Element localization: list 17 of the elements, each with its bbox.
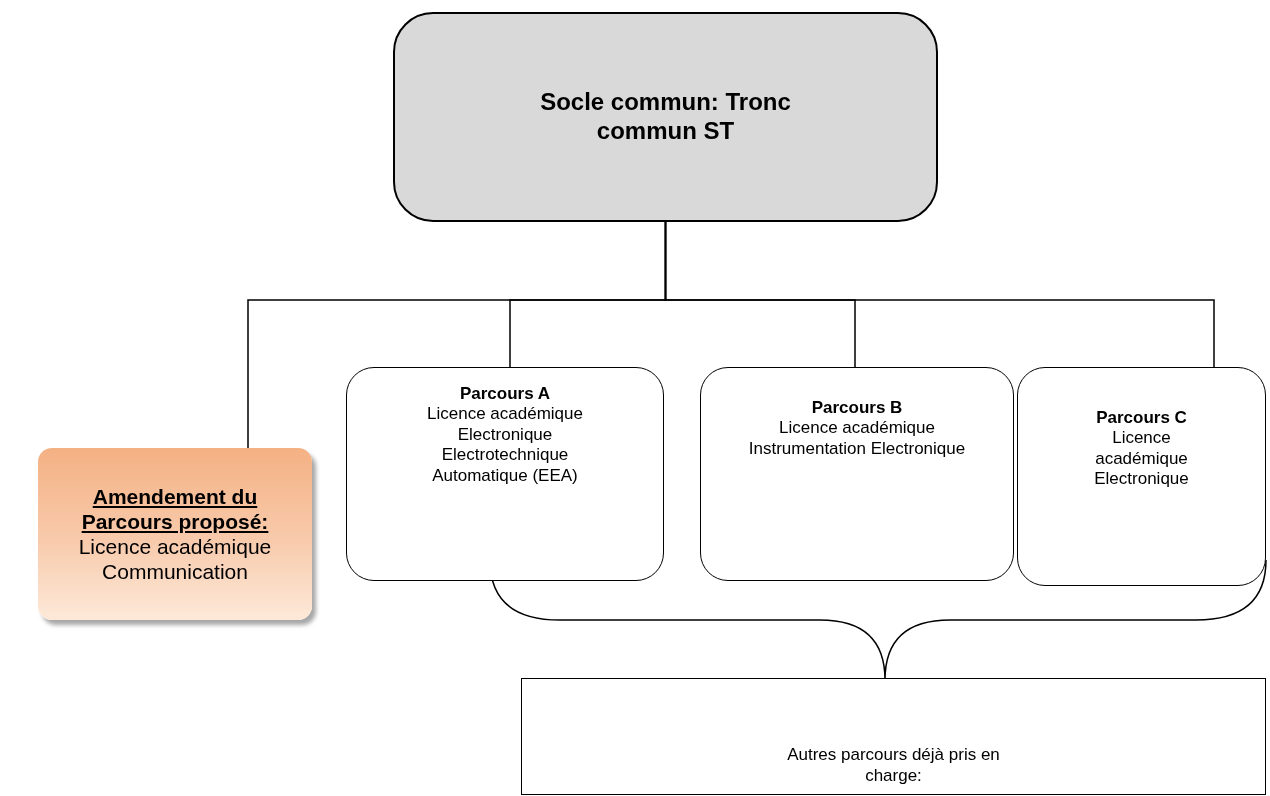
track-box xyxy=(38,448,312,620)
track-box xyxy=(1017,367,1266,586)
label-text: Licence académique Electronique xyxy=(1093,428,1190,490)
label-text: Autres parcours déjà pris en charge: xyxy=(786,745,1001,786)
track-box xyxy=(700,367,1014,581)
heading: Parcours C xyxy=(1095,408,1188,429)
label-text: Licence académique Instrumentation Electronique xyxy=(747,418,967,460)
label-text: Licence académique Communication xyxy=(77,534,273,585)
track-box xyxy=(346,367,664,581)
label-text: Socle commun: Tronc commun ST xyxy=(539,88,792,146)
text-box xyxy=(521,678,1266,795)
heading: Amendement du Parcours proposé: xyxy=(80,483,270,534)
heading: Parcours A xyxy=(458,384,552,405)
label-text: Licence académique Electronique Electrotechnique Automatique (EEA) xyxy=(426,404,584,486)
heading: Parcours B xyxy=(810,398,904,419)
root-box xyxy=(393,12,938,222)
connector-line xyxy=(664,221,1215,368)
